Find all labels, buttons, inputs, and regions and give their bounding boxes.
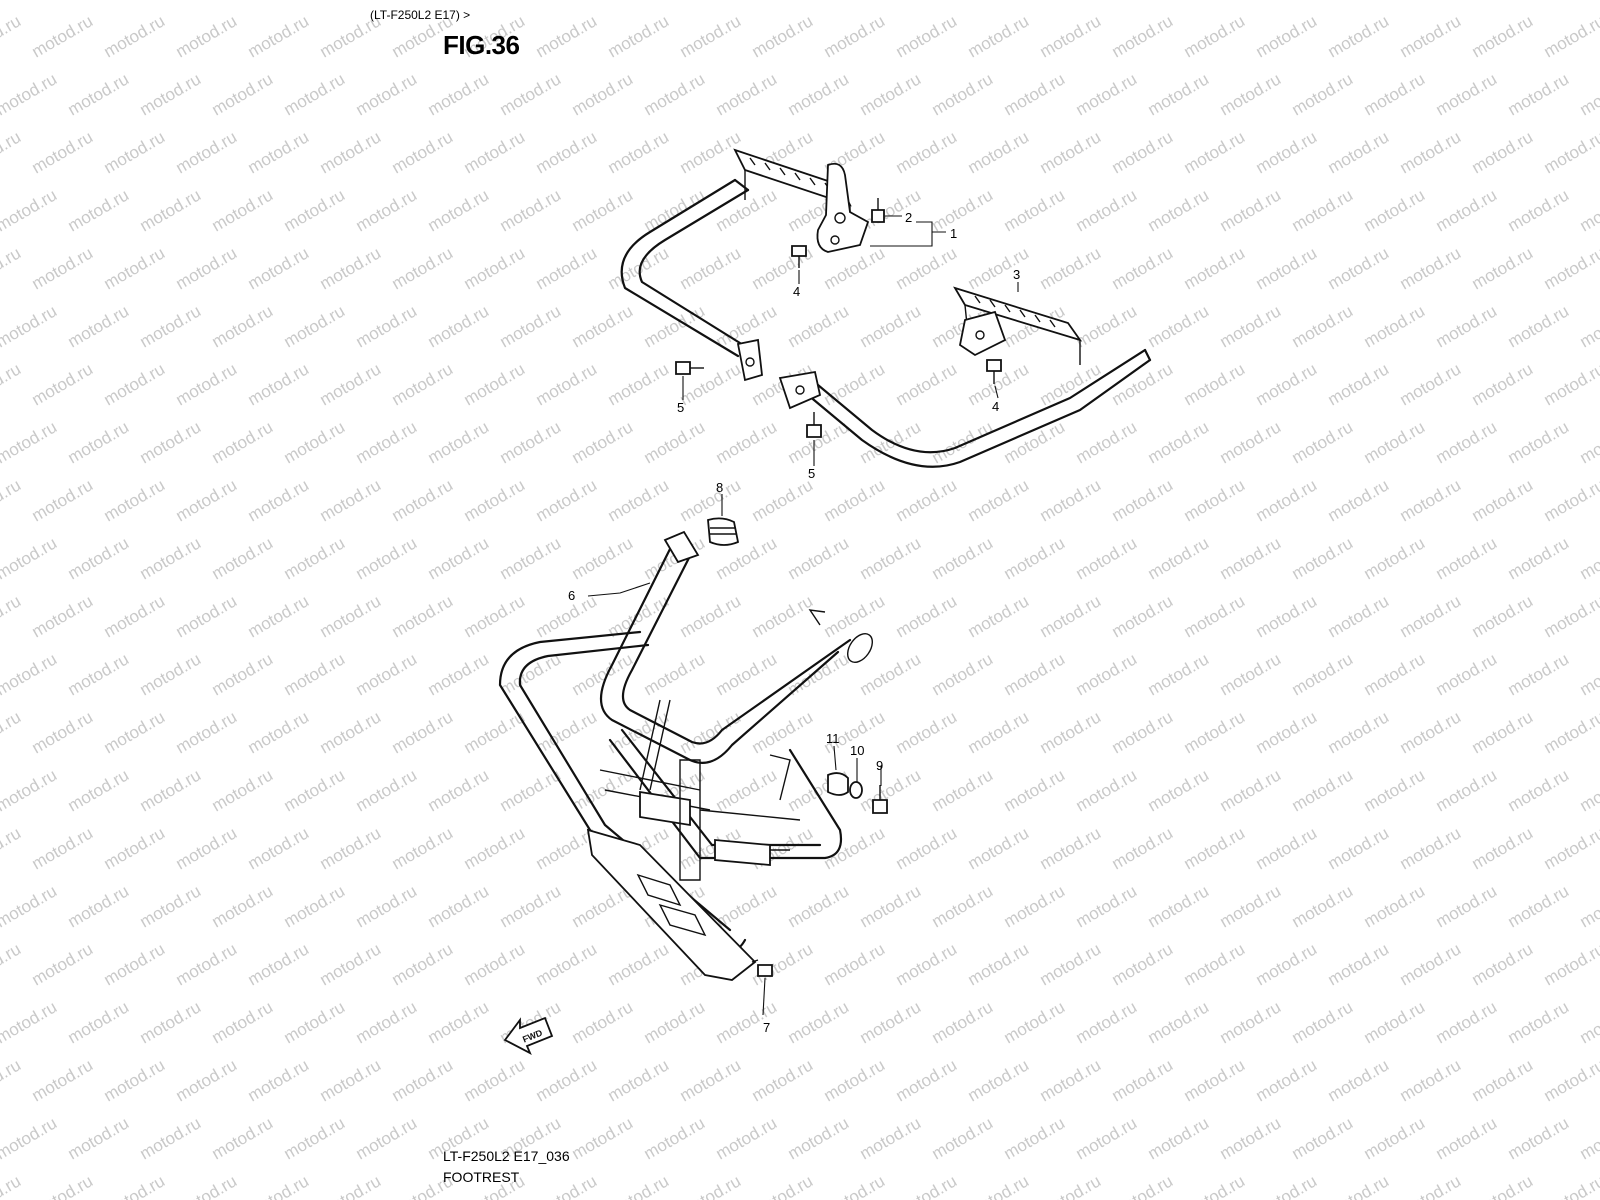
right-foot-peg — [953, 286, 1083, 365]
left-footrest-mount-plate — [736, 338, 763, 382]
right-footrest-bracket — [958, 310, 1007, 357]
figure-name: FOOTREST — [443, 1169, 520, 1185]
callout-3: 3 — [1013, 267, 1020, 282]
callout-4a: 4 — [793, 284, 800, 299]
callout-1: 1 — [950, 226, 957, 241]
cushion-11 — [827, 772, 849, 796]
callout-4b: 4 — [992, 399, 999, 414]
callout-8: 8 — [716, 480, 723, 495]
bolt-5a — [675, 361, 704, 375]
cap-8 — [707, 517, 740, 546]
callout-11: 11 — [826, 731, 840, 746]
callout-9: 9 — [876, 758, 883, 773]
bolt-2 — [871, 198, 885, 223]
callout-labels: 2 1 3 4 4 5 5 8 6 11 10 9 7 — [568, 210, 1020, 1035]
bolt-4a — [791, 245, 807, 268]
bolt-5b — [806, 412, 822, 438]
bolt-7 — [751, 959, 773, 977]
washer-10 — [849, 781, 863, 799]
figure-title: FIG.36 — [443, 30, 520, 60]
callout-2: 2 — [905, 210, 912, 225]
right-footrest-bar — [800, 348, 1152, 468]
callout-5b: 5 — [808, 466, 815, 481]
left-footrest-bracket — [816, 162, 870, 253]
callout-5a: 5 — [677, 400, 684, 415]
callout-leaders — [587, 215, 1019, 1016]
model-label: (LT-F250L2 E17) > — [370, 8, 471, 22]
figure-code: LT-F250L2 E17_036 — [443, 1148, 570, 1164]
callout-6: 6 — [568, 588, 575, 603]
front-guard-upper-hoop — [600, 530, 874, 764]
front-guard-skid-plate — [586, 828, 757, 981]
left-footrest-bar — [620, 178, 750, 358]
callout-7: 7 — [763, 1020, 770, 1035]
bolt-9 — [872, 785, 888, 814]
fwd-arrow-icon: FWD — [503, 1016, 554, 1055]
bolt-4b — [986, 359, 1002, 384]
right-footrest-mount-plate — [778, 370, 822, 410]
front-guard-cross-members — [599, 609, 826, 881]
callout-10: 10 — [850, 743, 864, 758]
